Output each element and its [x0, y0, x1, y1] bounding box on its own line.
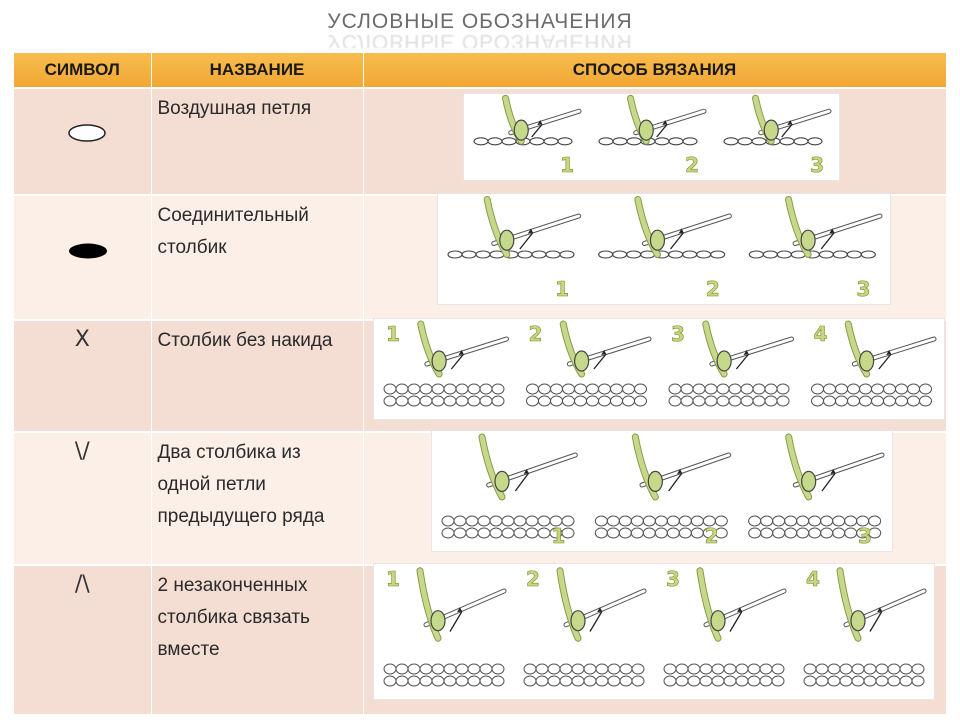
x-symbol-icon: X	[74, 327, 90, 352]
step-number: 1	[560, 153, 574, 177]
slip-stitch-illustration: 1 2 3	[437, 194, 890, 304]
step-4-drawing	[803, 567, 926, 687]
method-cell: 1 2 3	[363, 88, 947, 196]
name-cell: Столбик без накида	[151, 320, 364, 433]
method-cell: 1 2 3	[363, 194, 947, 321]
chain-stitch-illustration: 1 2 3	[463, 94, 839, 180]
step-2-drawing	[597, 196, 732, 259]
step-2-drawing	[594, 433, 731, 539]
step-1-drawing	[446, 196, 581, 259]
step-number: 3	[810, 153, 824, 177]
step-3-drawing	[722, 94, 831, 146]
step-1-drawing	[383, 320, 509, 407]
step-number: 2	[528, 322, 542, 346]
method-cell: 1 2 3 4	[363, 319, 947, 433]
symbol-cell: \/	[14, 432, 152, 566]
step-3-drawing	[663, 567, 786, 687]
single-crochet-illustration: 1 2 3 4	[373, 319, 944, 419]
step-number: 2	[526, 567, 540, 591]
filled-oval-symbol-icon	[69, 243, 107, 259]
step-2-drawing	[525, 320, 651, 407]
name-cell: Соединительный столбик	[151, 195, 364, 321]
page-title: УСЛОВНЫЕ ОБОЗНАЧЕНИЯ УСЛОВНЫЕ ОБОЗНАЧЕНИ…	[0, 10, 960, 48]
step-number: 1	[555, 277, 569, 301]
symbol-cell: X	[14, 320, 152, 433]
method-cell: 1 2 3 4	[363, 564, 947, 716]
col-header-name: НАЗВАНИЕ	[151, 53, 364, 89]
decrease-illustration: 1 2 3 4	[373, 564, 934, 699]
step-3-drawing	[747, 433, 884, 539]
v-symbol-icon: \/	[74, 439, 90, 464]
symbol-cell	[14, 88, 152, 196]
increase-illustration: 1 2 3	[431, 431, 892, 551]
step-3-drawing	[748, 196, 882, 259]
step-3-drawing	[668, 320, 794, 407]
step-1-drawing	[441, 433, 578, 539]
name-cell: Воздушная петля	[151, 88, 364, 196]
table-row: \/ Два столбика из одной петли предыдуще…	[14, 431, 947, 566]
table-row: X Столбик без накида 1 2 3 4	[14, 319, 947, 433]
col-header-symbol: СИМВОЛ	[14, 53, 152, 89]
legend-table: СИМВОЛ НАЗВАНИЕ СПОСОБ ВЯЗАНИЯ Воздушная…	[14, 53, 947, 716]
step-number: 2	[704, 524, 718, 548]
symbol-cell	[14, 195, 152, 321]
name-cell: Два столбика из одной петли предыдущего …	[151, 432, 364, 566]
table-row: /\ 2 незаконченных столбика связать вмес…	[14, 564, 947, 716]
step-number: 2	[705, 277, 719, 301]
step-number: 4	[813, 322, 827, 346]
header-row: СИМВОЛ НАЗВАНИЕ СПОСОБ ВЯЗАНИЯ	[14, 53, 947, 89]
symbol-cell: /\	[14, 565, 152, 716]
step-4-drawing	[810, 320, 936, 407]
table-row: Воздушная петля 1 2 3	[14, 88, 947, 196]
step-number: 3	[858, 524, 872, 548]
title-text: УСЛОВНЫЕ ОБОЗНАЧЕНИЯ	[327, 10, 633, 33]
step-number: 4	[806, 567, 820, 591]
open-oval-symbol-icon	[68, 124, 106, 142]
step-number: 3	[671, 322, 685, 346]
step-number: 3	[856, 277, 870, 301]
step-number: 3	[666, 567, 680, 591]
inverted-v-symbol-icon: /\	[74, 572, 90, 597]
step-number: 2	[685, 153, 699, 177]
step-1-drawing	[472, 94, 581, 146]
step-2-drawing	[523, 567, 646, 687]
step-2-drawing	[597, 94, 706, 146]
step-number: 1	[386, 567, 400, 591]
step-1-drawing	[383, 567, 506, 687]
table-row: Соединительный столбик 1 2 3	[14, 194, 947, 321]
step-number: 1	[551, 524, 565, 548]
col-header-method: СПОСОБ ВЯЗАНИЯ	[363, 53, 947, 89]
step-number: 1	[386, 322, 400, 346]
method-cell: 1 2 3	[363, 431, 947, 566]
name-cell: 2 незаконченных столбика связать вместе	[151, 565, 364, 716]
title-reflection: УСЛОВНЫЕ ОБОЗНАЧЕНИЯ	[327, 34, 633, 48]
